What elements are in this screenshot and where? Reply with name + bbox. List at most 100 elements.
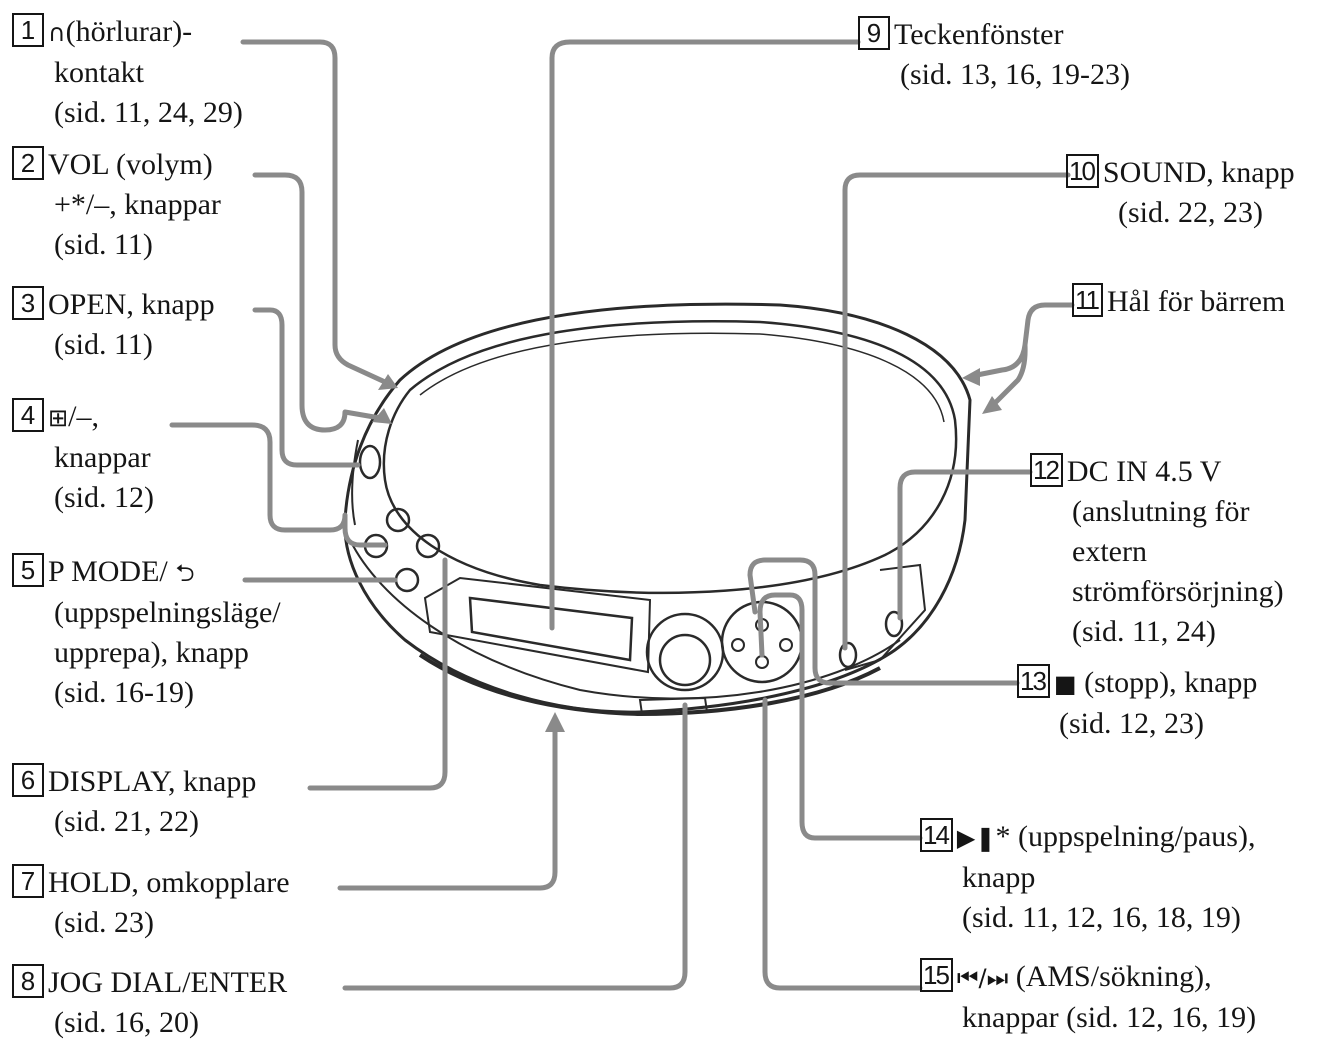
leader-13 xyxy=(747,557,1020,686)
jog-dial-center xyxy=(658,633,712,687)
callout-number: 7 xyxy=(12,864,44,898)
callout-text: SOUND, knapp xyxy=(1102,156,1295,189)
callout-text: DC IN 4.5 V xyxy=(1066,455,1222,488)
arrow-7 xyxy=(545,712,565,732)
leader-10 xyxy=(842,172,1071,651)
lid-inner-rim xyxy=(419,332,945,423)
prev-next-icon: ⏮/⏭ xyxy=(956,964,1009,992)
callout-text: Hål för bärrem xyxy=(1107,285,1286,318)
callout-text: DISPLAY, knapp xyxy=(48,765,257,798)
callout-text: /–, xyxy=(68,400,99,433)
display-frame xyxy=(423,576,652,674)
callout-number: 4 xyxy=(12,398,44,432)
callout-text: (sid. 12, 23) xyxy=(1059,707,1204,740)
callout-number: 13 xyxy=(1017,664,1050,698)
dc-in-jack xyxy=(884,610,904,638)
callout-text: knappar xyxy=(54,441,151,474)
play-pause-icon: ▶❚ xyxy=(956,824,996,852)
callout-number: 6 xyxy=(12,763,44,797)
callout-text: (sid. 23) xyxy=(54,906,154,939)
callout-text: (sid. 11) xyxy=(54,328,153,361)
callout-number: 2 xyxy=(12,146,44,180)
leader-8 xyxy=(342,702,688,991)
callout-text: JOG DIAL/ENTER xyxy=(48,966,288,999)
callout-text: VOL (volym) xyxy=(48,148,213,181)
callout-text: P MODE/ xyxy=(48,555,168,588)
callout-text: (hörlurar)- xyxy=(65,15,193,48)
callout-text: (sid. 13, 16, 19-23) xyxy=(900,58,1130,91)
callout-number: 12 xyxy=(1030,453,1063,487)
arrow-11b xyxy=(982,396,1002,414)
callout-text: OPEN, knapp xyxy=(48,288,215,321)
repeat-icon: ⮌ xyxy=(167,559,195,587)
player-lid xyxy=(382,320,958,595)
callout-text: upprepa), knapp xyxy=(54,636,249,669)
arrow-1 xyxy=(378,374,398,390)
next-button xyxy=(779,638,793,652)
callout-text: (AMS/sökning), xyxy=(1008,960,1212,993)
callout-text: (sid. 16-19) xyxy=(54,676,194,709)
callout-text: (sid. 12) xyxy=(54,481,154,514)
arrowheads xyxy=(372,368,1002,732)
callout-text: kontakt xyxy=(54,56,144,89)
leader-2 xyxy=(252,172,383,433)
bottom-edge xyxy=(418,653,881,717)
callout-number: 15 xyxy=(920,958,953,992)
callout-text: Teckenfönster xyxy=(894,18,1064,51)
callout-text: * (uppspelning/paus), xyxy=(995,820,1256,853)
callout-text: knappar (sid. 12, 16, 19) xyxy=(962,1001,1257,1034)
callout-number: 5 xyxy=(12,553,44,587)
cd-player xyxy=(343,302,972,717)
callout-14: 14▶❚* (uppspelning/paus), knapp (sid. 11… xyxy=(920,817,1255,938)
leader-lines xyxy=(169,39,1075,991)
callout-text: (anslutning för xyxy=(1072,495,1250,528)
callout-15: 15⏮/⏭ (AMS/sökning), knappar (sid. 12, 1… xyxy=(920,957,1256,1038)
callout-text: (sid. 22, 23) xyxy=(1118,196,1263,229)
callout-number: 3 xyxy=(12,286,44,320)
leader-15 xyxy=(762,697,923,991)
leader-6 xyxy=(307,557,448,791)
right-panel xyxy=(844,563,927,671)
callout-1: 1∩(hörlurar)- kontakt (sid. 11, 24, 29) xyxy=(12,12,243,133)
callout-4: 4⊞/–, knappar (sid. 12) xyxy=(12,397,154,518)
callout-text: HOLD, omkopplare xyxy=(48,866,290,899)
callout-text: strömförsörjning) xyxy=(1072,575,1284,608)
leader-14 xyxy=(757,592,923,841)
callout-text: (uppspelningsläge/ xyxy=(54,596,281,629)
callout-text: (sid. 16, 20) xyxy=(54,1006,199,1039)
callout-text: (sid. 11) xyxy=(54,228,153,261)
leader-7 xyxy=(337,722,558,891)
plus-button xyxy=(385,507,411,533)
callout-number: 10 xyxy=(1066,154,1099,188)
stop-icon: ■ xyxy=(1053,670,1077,698)
display-window xyxy=(468,596,634,662)
callout-text: (sid. 11, 24, 29) xyxy=(54,96,243,129)
leader-1 xyxy=(240,39,388,385)
callout-text: extern xyxy=(1072,535,1147,568)
arrow-11a xyxy=(962,368,980,386)
callout-number: 11 xyxy=(1072,283,1103,317)
callout-number: 8 xyxy=(12,964,44,998)
callout-text: +*/–, knappar xyxy=(54,188,221,221)
headphones-icon: ∩ xyxy=(48,19,66,47)
leader-4 xyxy=(169,422,388,548)
side-panel xyxy=(351,439,359,526)
callout-text: (stopp), knapp xyxy=(1076,666,1258,699)
arrow-2 xyxy=(372,408,392,424)
callout-number: 1 xyxy=(12,13,44,47)
callout-text: (sid. 11, 12, 16, 18, 19) xyxy=(962,901,1241,934)
display-button xyxy=(415,533,441,559)
callout-13: 13■ (stopp), knapp (sid. 12, 23) xyxy=(1017,663,1257,744)
leader-9 xyxy=(549,39,861,631)
callout-number: 14 xyxy=(920,818,953,852)
